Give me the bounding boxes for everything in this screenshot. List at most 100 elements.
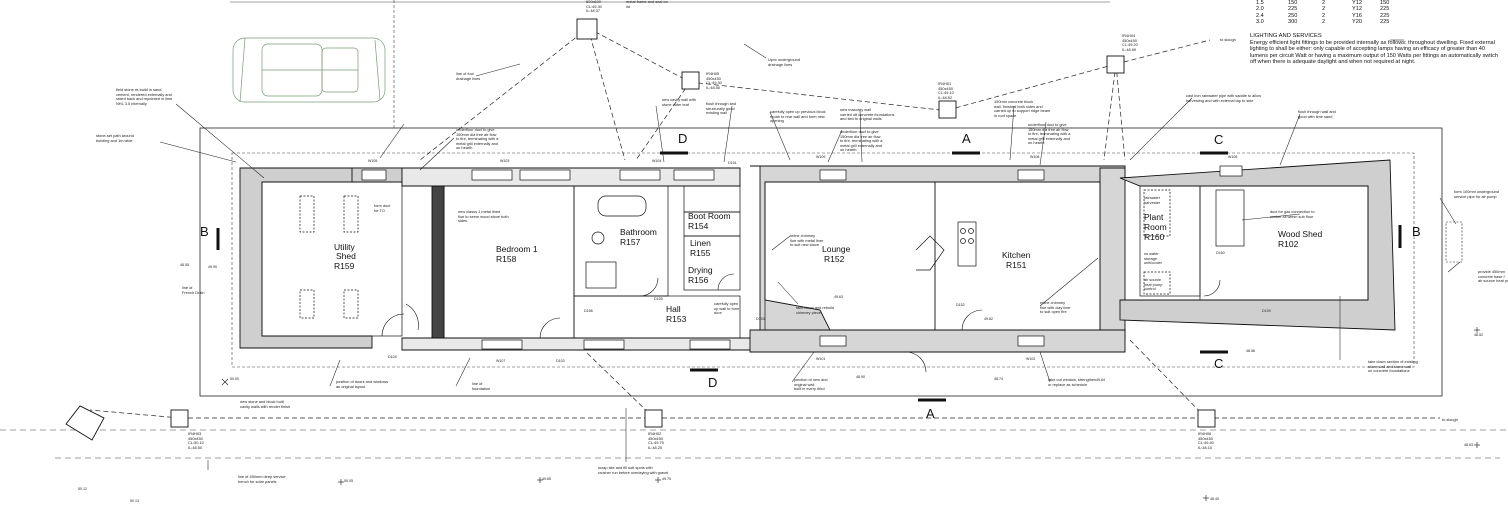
level-value: 48.55 — [180, 263, 189, 267]
section-label-b-right: B — [1412, 224, 1421, 239]
note-reline-chimney2: reline chimney flue with clay liner to s… — [1040, 300, 1071, 315]
reinforcement-table: 1.5 150 2 Y12 150 2.0 225 2 Y12 225 2.4 … — [1256, 0, 1406, 26]
room-drying-name: Drying — [688, 265, 713, 275]
car-outline — [232, 37, 386, 103]
note-to-slough-top: to slough — [1220, 37, 1236, 42]
annotation-leaders — [159, 39, 1461, 470]
chamber-label: IR4H01 450x450 CL:49.10 IL:48.52 — [938, 81, 954, 100]
note-scrap-site: scrap site and fill soft spots with crus… — [598, 465, 669, 475]
note-flush-wall: flush through wall and good with lime sa… — [1298, 109, 1336, 119]
lighting-spec-body: Energy efficient light fittings to be pr… — [1250, 39, 1498, 66]
note-metal-frame: metal frame and seal on lid — [626, 0, 668, 9]
level-value: 50.00 — [230, 377, 239, 381]
window-tag: W104 — [652, 159, 661, 163]
section-label-c-top: C — [1214, 132, 1223, 147]
door-tag: D159 — [1262, 309, 1271, 313]
level-value: 48.52 — [1474, 333, 1483, 337]
section-label-a-bottom: A — [926, 406, 935, 421]
level-value: 48.40 — [1210, 497, 1219, 501]
level-value: 49.75 — [662, 477, 671, 481]
table-row: 3.0 300 2 Y20 225 — [1256, 19, 1406, 25]
level-value: 50.13 — [130, 499, 139, 503]
note-underfloor-3: underfloor duct to give 150mm dia free a… — [1028, 122, 1071, 146]
level-value: 49.84 — [1096, 378, 1105, 382]
window-symbols — [361, 165, 1243, 350]
level-value: 48.56 — [1246, 349, 1255, 353]
level-value: 49.63 — [834, 295, 843, 299]
room-plant-code: R160 — [1144, 232, 1165, 242]
section-label-c-bottom: C — [1214, 356, 1223, 371]
lighting-spec-heading: LIGHTING AND SERVICES — [1250, 33, 1322, 39]
room-bedroom-code: R158 — [496, 254, 517, 264]
note-underfloor-1: underfloor duct to give 150mm dia free a… — [456, 127, 499, 151]
note-field-stone: field stone re-build in sand, cement, re… — [116, 87, 173, 106]
note-duct-gas: duct for gas connection to ccoker all wi… — [1270, 209, 1315, 219]
room-outlines — [261, 181, 1369, 339]
door-tag: D160 — [1216, 251, 1225, 255]
note-new-masonry: new masonry wall carried off concrete fo… — [840, 107, 895, 122]
note-form-duct: form duct for TO — [374, 203, 391, 213]
note-flush-through: flush through and structurally good exis… — [706, 101, 737, 116]
room-bathroom-code: R157 — [620, 237, 641, 247]
note-reline-chimney: reline chimney flue with metal liner to … — [790, 233, 824, 248]
level-value: 50.05 — [344, 479, 353, 483]
door-tag: D104 — [388, 355, 397, 359]
inspection-chambers — [65, 18, 1216, 441]
room-bedroom-name: Bedroom 1 — [496, 244, 538, 254]
room-utility-code: R159 — [334, 261, 355, 271]
note-stone-path: stone-set path around building and 1m wi… — [96, 133, 134, 143]
window-tag: W105 — [368, 159, 377, 163]
level-crosses — [221, 327, 1480, 501]
section-label-d-bottom: D — [708, 375, 717, 390]
room-plant-name1: Plant — [1144, 212, 1164, 222]
note-junction: junction of new and original wall built … — [794, 377, 828, 392]
window-tag: W103 — [500, 159, 509, 163]
table-cell: 2 — [1322, 12, 1326, 19]
table-cell: Y12 — [1352, 0, 1362, 6]
table-cell: Y16 — [1352, 12, 1362, 19]
room-drying-code: R156 — [688, 275, 709, 285]
table-row: 2.0 225 2 Y12 225 — [1256, 6, 1406, 12]
table-cell: 3.0 — [1256, 19, 1264, 26]
note-line-foundation: line of foundation — [472, 381, 491, 391]
room-utility-name1: Utility — [334, 242, 356, 252]
door-tag: D153 — [756, 317, 765, 321]
table-cell: 225 — [1380, 12, 1390, 19]
window-tag: W101 — [816, 357, 825, 361]
note-take-down-section: take down section of existing stone wall… — [1368, 359, 1418, 374]
table-cell: 150 — [1380, 0, 1390, 6]
room-kitchen-name: Kitchen — [1002, 250, 1031, 260]
note-rainwater: rainwater harvester — [1144, 195, 1161, 205]
note-new-stone: new stone and block built cavity walls w… — [240, 399, 291, 409]
chamber-label: IR4H05 450x450 CL:49.30 IL:48.50 — [706, 71, 722, 90]
chamber-label: IR4H06 450x450 CL:49.40 IL:48.10 — [1198, 431, 1214, 450]
table-cell: 1.5 — [1256, 0, 1264, 6]
note-line-450: line of 450mm deep service trench for so… — [238, 474, 286, 484]
section-label-a-top: A — [962, 131, 971, 146]
note-cast-iron: cast iron rainwater pipe with saddle to … — [1186, 93, 1262, 103]
note-take-down: take down and rebuild chimney piece — [796, 305, 835, 315]
note-provide-450: provide 450mm concrete base f air source… — [1478, 269, 1508, 284]
room-hall-name: Hall — [666, 304, 681, 314]
window-tag: W108 — [1030, 155, 1039, 159]
window-tag: W109 — [816, 155, 825, 159]
table-cell: 225 — [1380, 19, 1390, 26]
table-cell: 2.0 — [1256, 6, 1264, 13]
room-utility-name2: Shed — [336, 251, 356, 261]
level-value: 49.90 — [208, 265, 217, 269]
lighting-spec-block: LIGHTING AND SERVICES Energy efficient l… — [1250, 33, 1502, 66]
door-swings — [381, 273, 1221, 373]
drainage-lines — [89, 27, 1440, 419]
door-tag: D158 — [584, 309, 593, 313]
note-underfloor-2: underfloor duct to give 150mm dia free a… — [840, 129, 883, 153]
level-value: 48.90 — [856, 375, 865, 379]
door-tag: D155 — [654, 297, 663, 301]
table-cell: 2 — [1322, 19, 1326, 26]
chamber-label: 600x600 CL:49.30 IL:48.37 — [586, 0, 602, 14]
window-tag: W102 — [1026, 357, 1035, 361]
section-cut-lines — [216, 151, 1402, 402]
table-cell: 225 — [1288, 6, 1298, 13]
note-air-source: air source heat pump control — [1144, 277, 1163, 292]
window-tag: W107 — [496, 359, 505, 363]
